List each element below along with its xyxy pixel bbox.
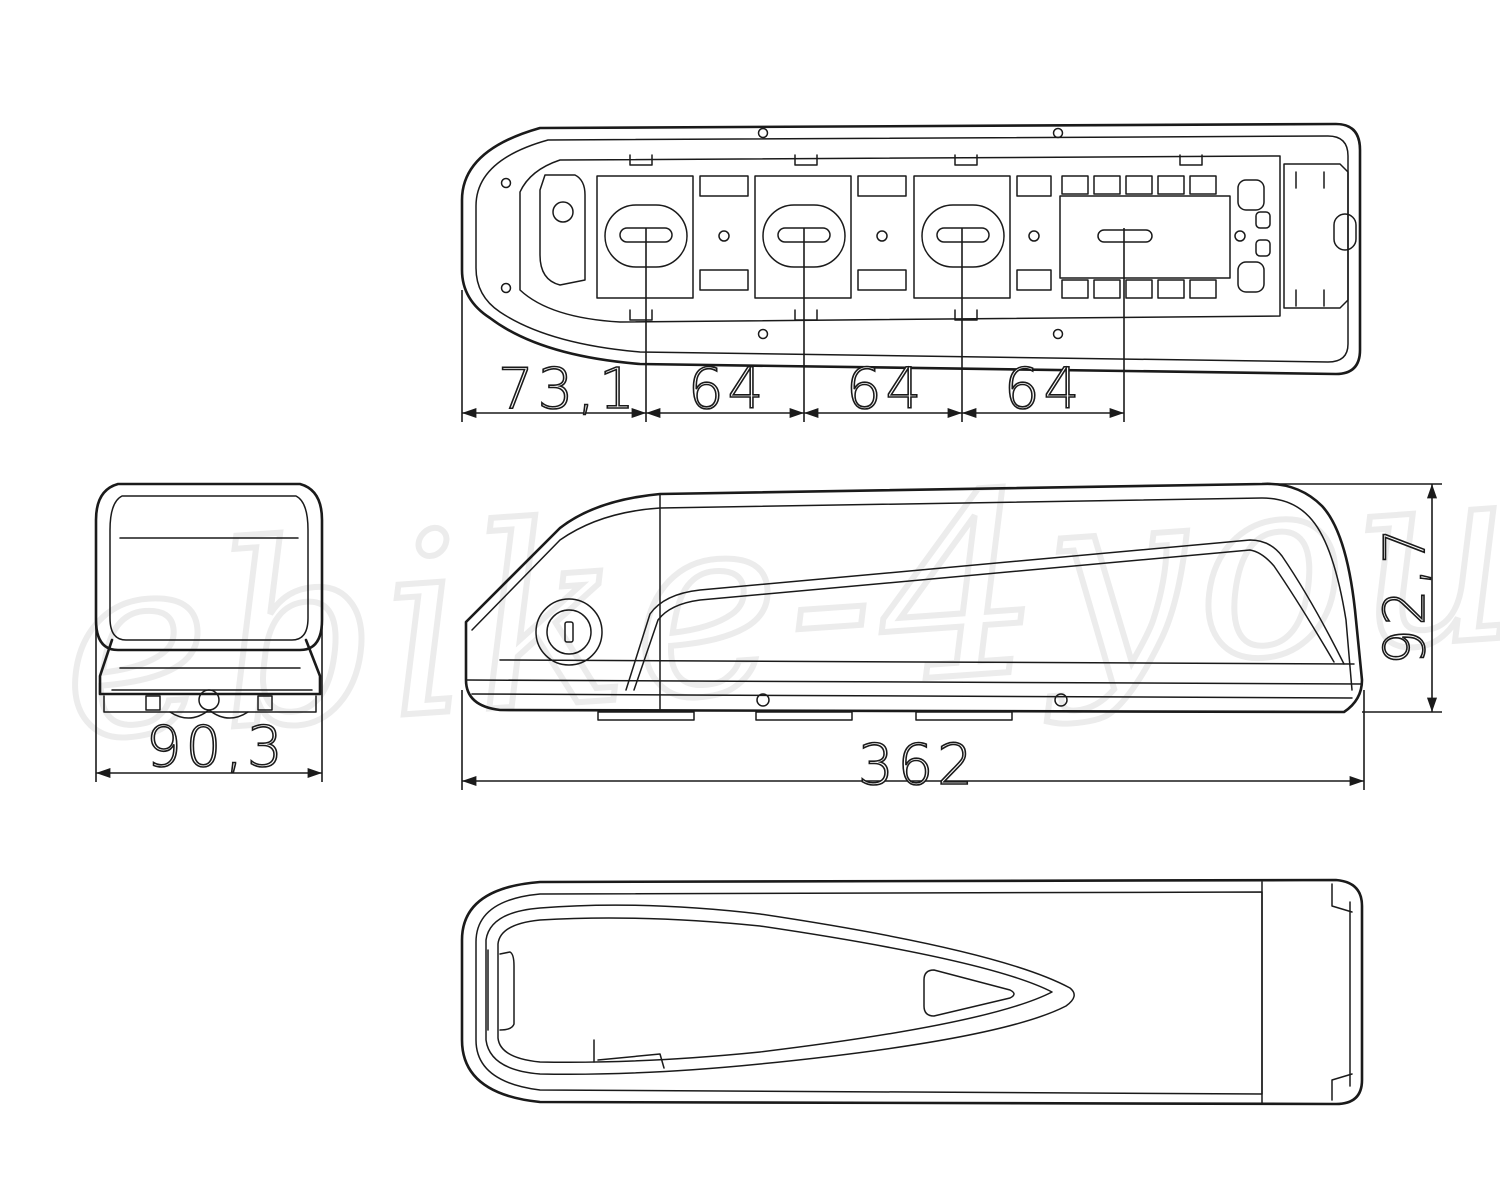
bottom-view [460, 878, 1364, 1106]
side-view-dimensions: 362 92,7 [461, 483, 1442, 799]
dim-length: 362 [858, 733, 977, 798]
end-view [94, 482, 324, 719]
dim-width: 90,3 [146, 715, 287, 780]
side-view [464, 482, 1364, 721]
dim-first-offset: 73,1 [498, 357, 639, 422]
top-view [460, 122, 1362, 376]
dim-pitch-3: 64 [1004, 357, 1083, 422]
dim-height: 92,7 [1373, 524, 1438, 665]
end-view-dimensions: 90,3 [95, 620, 323, 782]
dim-pitch-1: 64 [688, 357, 767, 422]
top-view-dimensions: 73,1 64 64 64 [461, 228, 1125, 423]
dim-pitch-2: 64 [846, 357, 925, 422]
